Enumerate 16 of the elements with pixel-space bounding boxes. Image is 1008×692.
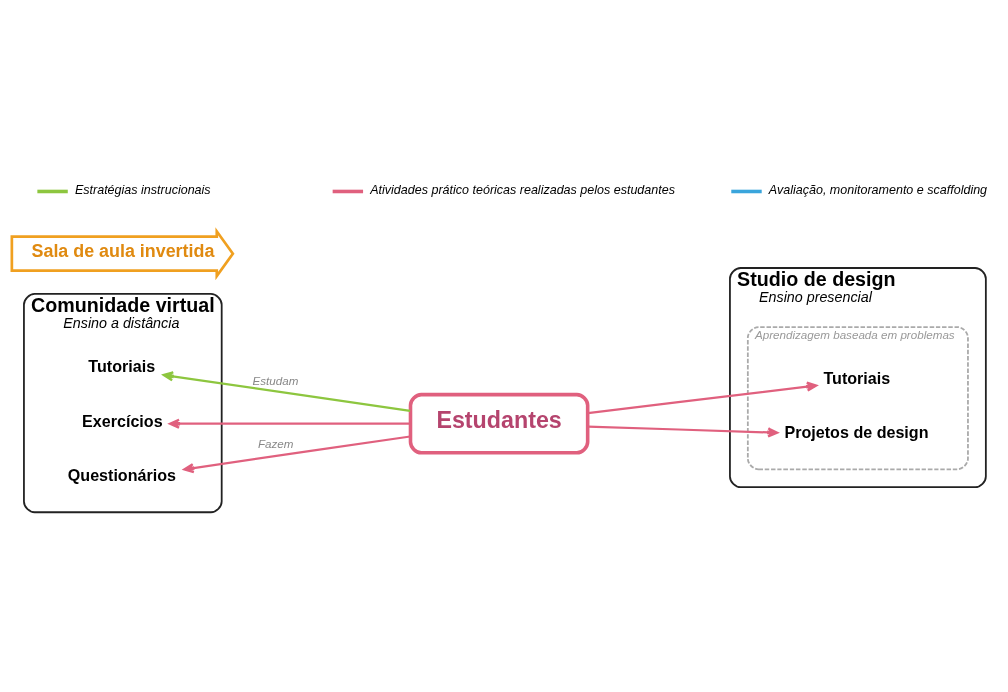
node-text: Tutoriais [88, 356, 156, 375]
node-text: Questionários [67, 465, 176, 484]
arrow [183, 434, 411, 473]
legend-label: Atividades prático teóricas realizadas pelos estudantes [370, 182, 675, 197]
node-text: Tutoriais [823, 368, 891, 387]
edge-label: Fazem [257, 436, 294, 450]
node-text: Projetos de design [784, 422, 929, 441]
legend-label: Estratégias instrucionais [74, 182, 211, 197]
arrow [587, 424, 779, 438]
node-text: Exercícios [82, 411, 163, 430]
arrow [162, 370, 411, 412]
node-box: Estudantes [408, 392, 590, 455]
legend-label: Avaliação, monitoramento e scaffolding [768, 182, 988, 197]
arrow [587, 381, 818, 414]
arrow [168, 418, 411, 429]
edge-label: Estudam [252, 373, 299, 387]
